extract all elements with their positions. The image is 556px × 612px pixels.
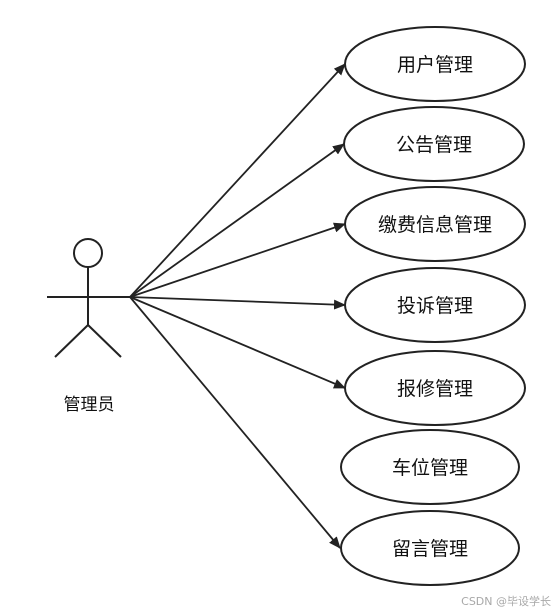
association-complaint [129,296,346,310]
use-case-label: 留言管理 [392,538,468,560]
use-case-user: 用户管理 [344,26,526,102]
association-notice [129,143,345,298]
actor-figure [47,238,130,358]
association-payment [129,222,346,298]
use-case-label: 车位管理 [392,457,468,479]
association-message [129,296,341,549]
use-case-parking: 车位管理 [340,429,520,505]
use-case-message: 留言管理 [340,510,520,586]
use-case-label: 用户管理 [397,54,473,76]
actor-left-leg [54,324,89,358]
actor-head [73,238,103,268]
use-case-notice: 公告管理 [343,106,525,182]
use-case-label: 投诉管理 [397,295,473,317]
actor-label: 管理员 [64,395,115,415]
use-case-label: 报修管理 [397,378,473,400]
associations [129,63,346,549]
association-user [129,63,346,298]
association-repair [129,296,346,389]
use-case-label: 公告管理 [396,134,472,156]
use-case-label: 缴费信息管理 [378,214,492,236]
actor-right-leg [87,324,122,358]
use-case-payment: 缴费信息管理 [344,186,526,262]
use-case-complaint: 投诉管理 [344,267,526,343]
watermark: CSDN @毕设学长 [461,594,551,608]
use-case-repair: 报修管理 [344,350,526,426]
